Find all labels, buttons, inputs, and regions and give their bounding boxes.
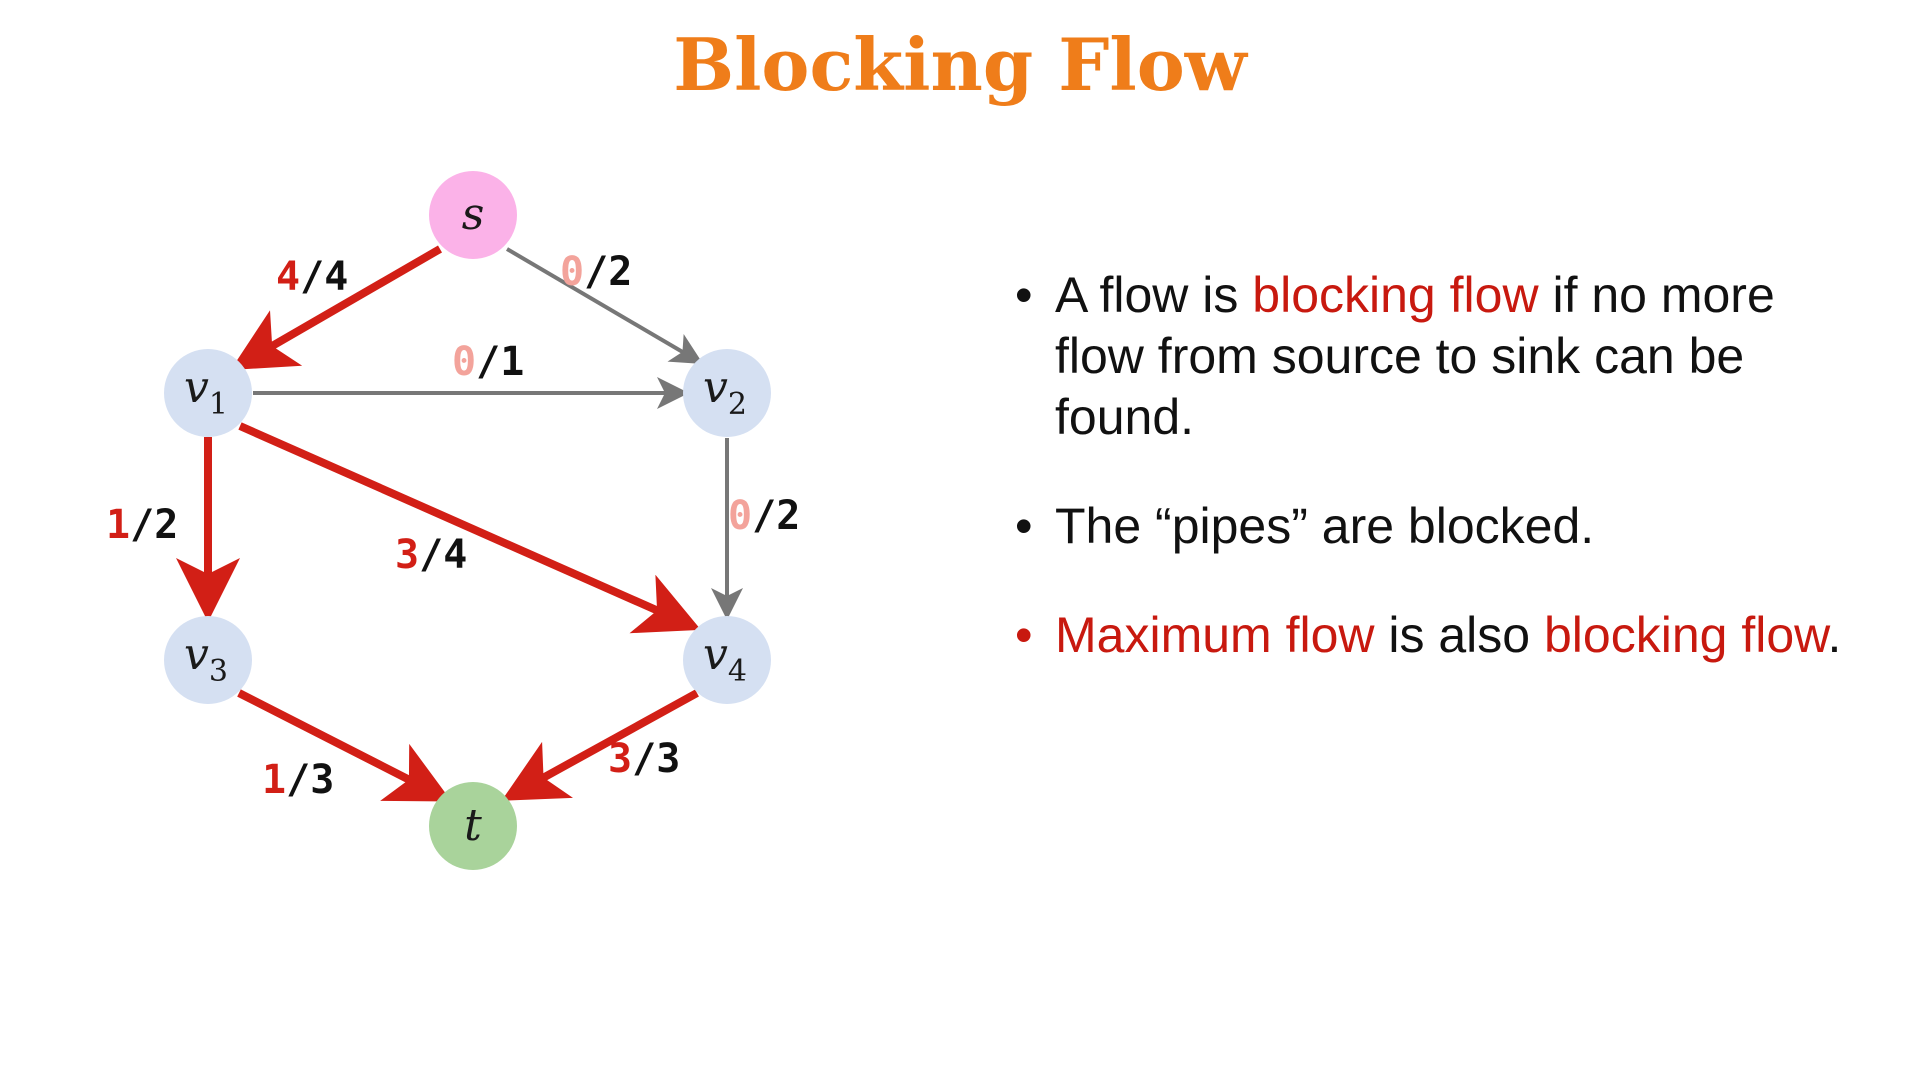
node-s-circle	[429, 171, 517, 259]
node-v4-subscript: 4	[728, 654, 747, 689]
edge-v1-v2-capacity: 1	[500, 339, 524, 385]
edge-v1-v2-slash: /	[476, 339, 500, 385]
node-v4-label: v4	[703, 629, 747, 689]
edge-label-v1-v3: 1/2	[106, 502, 178, 548]
slide-title: Blocking Flow	[673, 22, 1247, 107]
node-v4-name: v	[703, 629, 728, 680]
node-v2-circle	[683, 349, 771, 437]
bullet-1-text-b: if no more flow from source to sink can …	[1055, 267, 1775, 445]
bullet-2-text: The “pipes” are blocked.	[1055, 498, 1595, 554]
node-v2-label: v2	[703, 362, 747, 422]
edge-v1-v3-flow: 1	[106, 502, 130, 548]
bullet-pipes-blocked: • The “pipes” are blocked.	[1015, 496, 1875, 557]
node-t-label: t	[464, 800, 482, 851]
bullet-3-text: is also	[1374, 607, 1544, 663]
node-v3-name: v	[184, 629, 209, 680]
bullet-dot: •	[1015, 498, 1033, 554]
bullet-3-highlight-b: blocking flow	[1544, 607, 1828, 663]
edge-s-v1-slash: /	[300, 254, 324, 300]
node-v3-subscript: 3	[209, 654, 228, 689]
bullet-1-highlight: blocking flow	[1252, 267, 1539, 323]
bullet-1-text-a: A flow is	[1055, 267, 1253, 323]
edge-label-s-v1: 4/4	[276, 254, 348, 300]
edge-v2-v4-flow: 0	[728, 493, 752, 539]
edge-v1-v2-flow: 0	[452, 339, 476, 385]
edge-label-v2-v4: 0/2	[728, 493, 800, 539]
bullet-dot: •	[1015, 607, 1033, 663]
node-v3-circle	[164, 616, 252, 704]
node-v1-label: v1	[184, 362, 228, 422]
edge-v4-t-capacity: 3	[656, 736, 680, 782]
node-v2: v2	[683, 349, 771, 437]
edge-v4-t-slash: /	[632, 736, 656, 782]
edge-v3-t-slash: /	[286, 757, 310, 803]
edge-s-v2-capacity: 2	[608, 249, 632, 295]
edge-v3-t-flow: 1	[262, 757, 286, 803]
node-v1-circle	[164, 349, 252, 437]
node-v1-subscript: 1	[209, 387, 228, 422]
bullet-maximum-flow: • Maximum flow is also blocking flow.	[1015, 605, 1875, 666]
edge-s-v2-slash: /	[584, 249, 608, 295]
node-v4: v4	[683, 616, 771, 704]
node-v2-name: v	[703, 362, 728, 413]
edge-s-v1-flow: 4	[276, 254, 300, 300]
bullet-3-highlight-a: Maximum flow	[1055, 607, 1375, 663]
node-v3: v3	[164, 616, 252, 704]
edge-v3-t	[237, 689, 452, 802]
edge-s-v2	[505, 247, 704, 365]
edge-v3-t-capacity: 3	[310, 757, 334, 803]
edge-v2-v4-capacity: 2	[776, 493, 800, 539]
edge-v1-v4	[238, 422, 701, 634]
edge-v1-v3-slash: /	[130, 502, 154, 548]
edge-v1-v3-capacity: 2	[154, 502, 178, 548]
bullet-blocking-flow-definition: • A flow is blocking flow if no more flo…	[1015, 265, 1875, 448]
bullet-3-period: .	[1827, 607, 1842, 663]
edge-s-v1	[230, 245, 443, 371]
edge-v1-v4-slash: /	[419, 532, 443, 578]
edge-label-v3-t: 1/3	[262, 757, 334, 803]
edge-label-s-v2: 0/2	[560, 249, 632, 295]
node-t-circle	[429, 782, 517, 870]
edge-s-v1-capacity: 4	[324, 254, 348, 300]
node-v3-label: v3	[184, 629, 228, 689]
node-v1: v1	[164, 349, 252, 437]
edge-label-v1-v4: 3/4	[395, 532, 467, 578]
node-s: s	[429, 171, 517, 259]
edge-s-v2-flow: 0	[560, 249, 584, 295]
edge-label-v4-t: 3/3	[608, 736, 680, 782]
node-s-label: s	[462, 189, 485, 240]
node-v2-subscript: 2	[728, 387, 747, 422]
edge-v4-t-flow: 3	[608, 736, 632, 782]
bullet-list: • A flow is blocking flow if no more flo…	[1015, 265, 1875, 714]
edge-label-v1-v2: 0/1	[452, 339, 524, 385]
edge-v2-v4-slash: /	[752, 493, 776, 539]
edge-v4-t	[501, 689, 699, 801]
bullet-dot: •	[1015, 267, 1033, 323]
edge-v1-v4-flow: 3	[395, 532, 419, 578]
edge-v1-v4-capacity: 4	[443, 532, 467, 578]
node-v1-name: v	[184, 362, 209, 413]
node-t: t	[429, 782, 517, 870]
node-v4-circle	[683, 616, 771, 704]
